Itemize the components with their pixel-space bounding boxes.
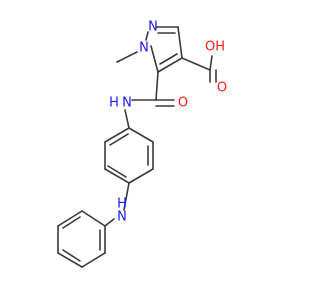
atom-o-acid-carbonyl: O [217, 81, 227, 96]
atom-h-amine: H [117, 197, 127, 212]
pyrazole-ring [145, 26, 183, 73]
bond-ar2-1 [81, 210, 106, 227]
atom-oh-hydroxyl: OH [205, 40, 225, 55]
bond-ar1-4 [104, 168, 130, 184]
carboxylic-acid-group [181, 55, 217, 83]
phenyl-ring [57, 210, 106, 268]
bond-ar1-6 [104, 127, 130, 143]
bond-c4-c3 [177, 26, 183, 59]
bond-ar1-3 [128, 168, 154, 184]
bond-ar1-1 [128, 127, 154, 143]
chemical-structure-diagram: N N O OH O N H N H [57, 20, 227, 268]
bond-amine-ar2 [104, 218, 115, 227]
atom-n-pyrazole-1: N [139, 41, 149, 56]
bond-ar2-2 [57, 210, 83, 227]
atom-n-amide: N [122, 96, 132, 111]
bond-ar2-inner-1 [62, 216, 81, 229]
bond-c5-c4-double [159, 53, 178, 65]
amide-group [124, 71, 175, 129]
bond-amide-n-aryl [124, 109, 130, 129]
atom-h-amide: H [109, 96, 119, 111]
bond-cooh-oh [209, 55, 213, 71]
bond-ar2-4 [57, 252, 83, 268]
atom-o-amide: O [178, 96, 188, 111]
bond-ar1-inner-3 [109, 133, 129, 146]
atom-n-amine: N [117, 210, 127, 225]
bond-n2-n1 [145, 31, 149, 41]
bond-n1-methyl [116, 51, 138, 63]
bond-c4-cooh [181, 57, 211, 71]
bond-ar1-amine [123, 182, 130, 211]
bond-ar2-inner-2 [62, 249, 81, 262]
bond-ar2-5 [81, 252, 106, 268]
bond-c5-c4 [157, 57, 183, 73]
bond-c5-amide-c [155, 71, 159, 101]
phenylene-ring [104, 127, 154, 184]
bond-ar1-inner-2 [107, 165, 127, 178]
atom-n-pyrazole-2: N [148, 20, 158, 35]
bond-n1-c5 [150, 45, 159, 73]
